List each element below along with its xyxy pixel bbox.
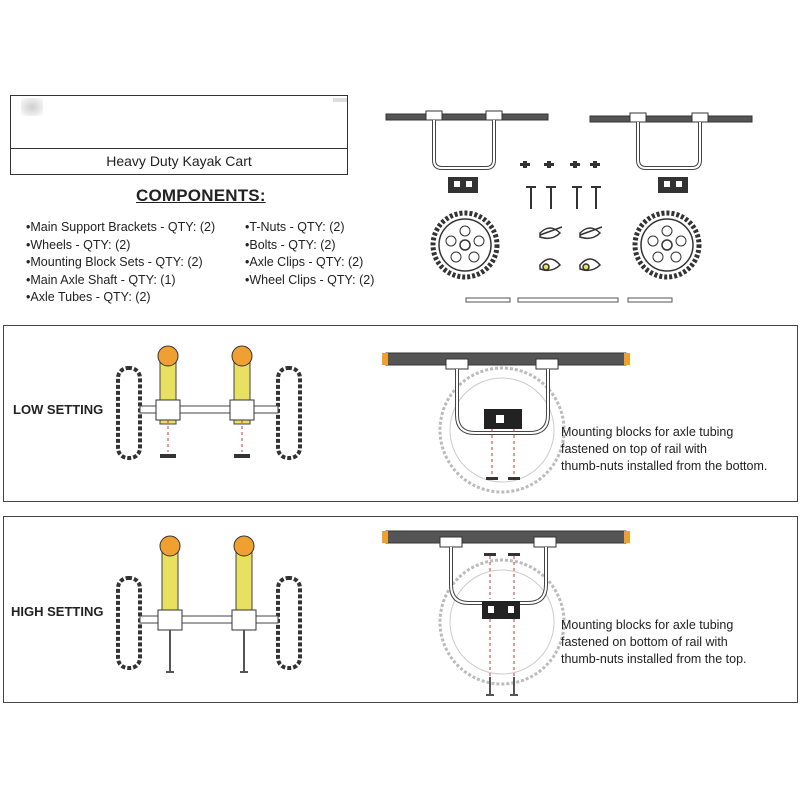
support-bracket-left (385, 110, 549, 170)
t-nuts (520, 161, 600, 168)
component-item: •Wheels - QTY: (2) (26, 237, 131, 252)
tire-left (116, 366, 142, 460)
low-setting-panel (3, 325, 798, 502)
bumper-left (159, 535, 181, 557)
mounting-block-right (229, 399, 255, 421)
mounting-block-left (157, 609, 183, 631)
components-list-left: •Main Support Brackets - QTY: (2) •Wheel… (26, 219, 215, 307)
thumb-nut (484, 553, 496, 556)
parts-illustration (385, 110, 753, 303)
thumb-nut (234, 454, 250, 458)
high-setting-panel (3, 516, 798, 703)
component-item: •Axle Tubes - QTY: (2) (26, 290, 151, 304)
high-setting-side-view (382, 530, 630, 696)
low-setting-description: Mounting blocks for axle tubing fastened… (561, 424, 767, 475)
mounting-block (482, 601, 520, 619)
rail (385, 352, 627, 366)
title-box: Heavy Duty Kayak Cart (10, 95, 348, 175)
product-caption: Heavy Duty Kayak Cart (106, 153, 252, 169)
low-setting-front-view (116, 345, 302, 460)
mounting-block-left (155, 399, 181, 421)
component-item: •T-Nuts - QTY: (2) (245, 220, 345, 234)
support-bracket-right (589, 112, 753, 170)
description-line: fastened on top of rail with (561, 442, 707, 456)
tire-right (276, 576, 302, 670)
wheel-clips (539, 258, 602, 272)
tire-right (276, 366, 302, 460)
rail-cap-left (382, 531, 388, 543)
mounting-block-left (448, 177, 478, 193)
bumper-left (157, 345, 179, 367)
logo-smudge (21, 98, 43, 116)
low-setting-label: LOW SETTING (13, 402, 104, 417)
mounting-block-right (231, 609, 257, 631)
description-line: thumb-nuts installed from the bottom. (561, 459, 768, 473)
component-item: •Wheel Clips - QTY: (2) (245, 272, 375, 287)
description-line: Mounting blocks for axle tubing (561, 425, 734, 439)
rail-cap-right (624, 531, 630, 543)
bolts (526, 186, 601, 209)
axle-clips (539, 226, 603, 240)
axle-tubes (465, 297, 673, 303)
high-setting-description: Mounting blocks for axle tubing fastened… (561, 617, 747, 668)
wheel-right (632, 210, 702, 280)
wheel-ghost (438, 558, 566, 686)
component-item: •Bolts - QTY: (2) (245, 237, 336, 252)
bracket-frame (449, 547, 548, 605)
thumb-nut (160, 454, 176, 458)
logo-area (11, 96, 347, 149)
bumper-right (231, 345, 253, 367)
logo-smudge-2 (333, 98, 347, 102)
component-item: •Mounting Block Sets - QTY: (2) (26, 255, 203, 269)
components-list-right: •T-Nuts - QTY: (2) •Bolts - QTY: (2) •Ax… (245, 219, 374, 289)
axle-tube-left (161, 547, 179, 617)
description-line: Mounting blocks for axle tubing (561, 618, 734, 632)
wheel-left (430, 210, 500, 280)
high-setting-label: HIGH SETTING (11, 604, 104, 619)
high-setting-front-view (116, 535, 302, 673)
description-line: thumb-nuts installed from the top. (561, 652, 747, 666)
low-setting-side-view (382, 352, 630, 494)
component-item: •Axle Clips - QTY: (2) (245, 255, 364, 269)
bumper-right (233, 535, 255, 557)
component-item: •Main Support Brackets - QTY: (2) (26, 220, 216, 234)
axle-tube-right (235, 547, 253, 617)
rail-cap-left (382, 353, 388, 365)
axle-shaft (139, 405, 279, 414)
description-line: fastened on bottom of rail with (561, 635, 728, 649)
component-item: •Main Axle Shaft - QTY: (1) (26, 272, 176, 287)
rail-cap-right (624, 353, 630, 365)
tire-left (116, 576, 142, 670)
wheel-ghost (438, 366, 566, 494)
rail (385, 530, 627, 544)
components-title: COMPONENTS: (136, 186, 266, 205)
thumb-nut (508, 553, 520, 556)
axle-shaft (139, 615, 279, 624)
mounting-block-right (658, 177, 688, 193)
